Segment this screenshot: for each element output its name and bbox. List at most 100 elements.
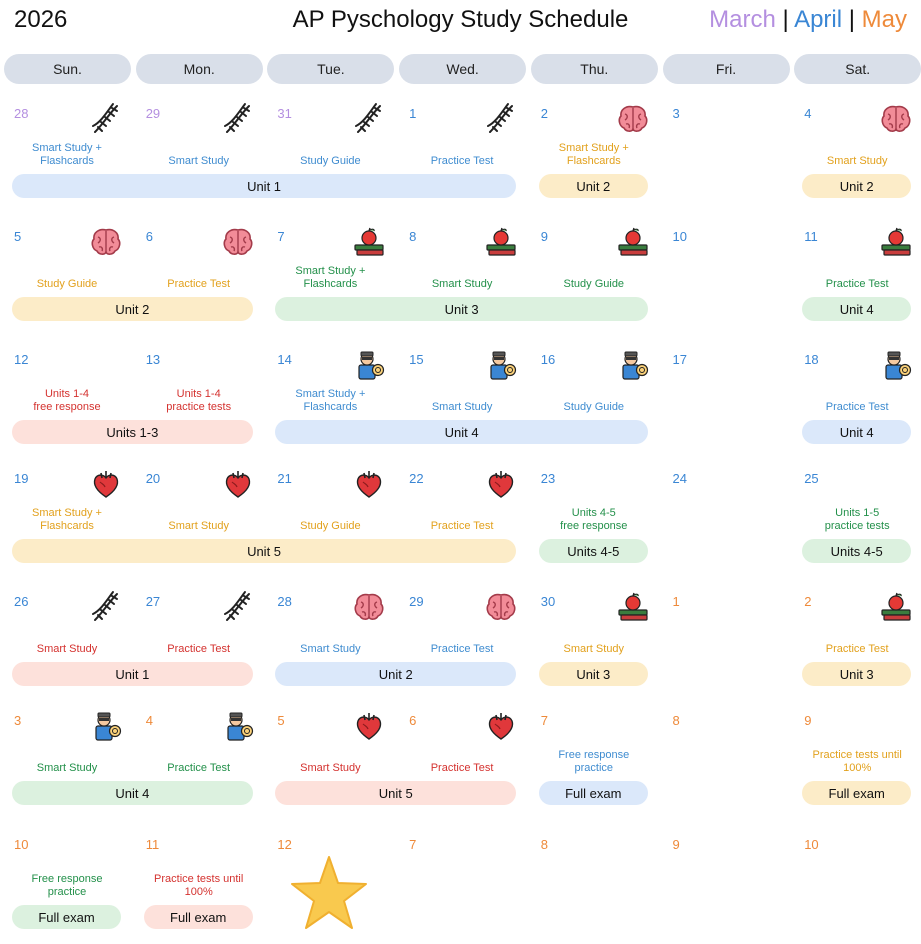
unit-span-bar: Unit 3 bbox=[538, 662, 648, 686]
unit-span-bar: Unit 1 bbox=[12, 662, 253, 686]
heart-icon bbox=[352, 467, 386, 506]
day-task-note: Practice Test bbox=[430, 155, 494, 167]
day-number: 21 bbox=[277, 471, 292, 486]
day-number: 6 bbox=[409, 713, 417, 728]
day-number: 18 bbox=[804, 352, 819, 367]
unit-span-bar: Unit 5 bbox=[12, 539, 517, 563]
day-number: 7 bbox=[540, 713, 549, 728]
month-may: May bbox=[861, 6, 907, 33]
day-task-note: Practice Test bbox=[167, 643, 231, 655]
unit-span-bar: Unit 2 bbox=[802, 174, 912, 198]
day-task-note: Smart Study bbox=[36, 643, 98, 655]
day-number: 5 bbox=[277, 713, 285, 728]
day-number: 31 bbox=[277, 106, 292, 121]
heart-icon bbox=[89, 467, 123, 506]
day-number: 14 bbox=[277, 352, 292, 367]
calendar-year: 2026 bbox=[14, 6, 68, 33]
day-number: 8 bbox=[409, 229, 417, 244]
dna-icon bbox=[352, 102, 386, 141]
day-task-note: Practice Test bbox=[825, 643, 889, 655]
day-number: 27 bbox=[145, 594, 161, 609]
brain-icon bbox=[221, 225, 255, 264]
heart-icon bbox=[352, 709, 386, 748]
day-task-note: Smart Study +Flashcards bbox=[558, 142, 629, 167]
day-of-week-sun: Sun. bbox=[4, 54, 131, 84]
day-number: 15 bbox=[409, 352, 424, 367]
day-number: 30 bbox=[540, 594, 556, 609]
day-task-note: Smart Study +Flashcards bbox=[31, 142, 102, 167]
day-task-note: Smart Study bbox=[168, 520, 229, 532]
day-number: 4 bbox=[145, 713, 153, 728]
day-number: 5 bbox=[14, 229, 22, 244]
brain-icon bbox=[352, 590, 386, 629]
day-task-note: Smart Study +Flashcards bbox=[295, 388, 366, 413]
dna-icon bbox=[89, 102, 123, 141]
day-task-note: Practice Test bbox=[430, 762, 494, 774]
unit-span-bar: Unit 4 bbox=[275, 420, 648, 444]
month-april: April bbox=[794, 6, 843, 33]
unit-span-bar: Full exam bbox=[143, 905, 253, 929]
heart-icon bbox=[484, 467, 518, 506]
day-task-note: Smart Study bbox=[826, 155, 888, 167]
star-icon bbox=[289, 853, 369, 938]
unit-span-bar: Unit 4 bbox=[12, 781, 253, 805]
brain-icon bbox=[89, 225, 123, 264]
apple-books-icon bbox=[616, 225, 650, 264]
day-number: 19 bbox=[14, 471, 29, 486]
unit-span-bar: Unit 3 bbox=[802, 662, 912, 686]
unit-span-bar: Unit 2 bbox=[538, 174, 648, 198]
unit-span-bar: Unit 2 bbox=[275, 662, 517, 686]
day-number: 12 bbox=[277, 837, 292, 852]
day-task-note: Practice Test bbox=[167, 762, 231, 774]
day-number: 2 bbox=[804, 594, 812, 609]
unit-span-bar: Unit 5 bbox=[275, 781, 517, 805]
month-separator: | bbox=[848, 6, 855, 33]
unit-span-bar: Full exam bbox=[802, 781, 912, 805]
dna-icon bbox=[221, 102, 255, 141]
day-of-week-fri: Fri. bbox=[662, 54, 790, 84]
day-task-note: Smart Study bbox=[36, 762, 98, 774]
psychologist-icon bbox=[879, 348, 913, 387]
day-task-note: Smart Study bbox=[300, 762, 361, 774]
psychologist-icon bbox=[89, 709, 123, 748]
day-task-note: Practice Test bbox=[825, 401, 889, 413]
day-task-note: Practice Test bbox=[825, 278, 889, 290]
apple-books-icon bbox=[879, 590, 913, 629]
brain-icon bbox=[616, 102, 650, 141]
day-number: 7 bbox=[409, 837, 417, 852]
apple-books-icon bbox=[616, 590, 650, 629]
day-task-note: Practice Test bbox=[430, 643, 494, 655]
day-number: 13 bbox=[145, 352, 161, 367]
day-task-note: Study Guide bbox=[300, 155, 361, 167]
day-of-week-thu: Thu. bbox=[530, 54, 658, 84]
unit-span-bar: Unit 1 bbox=[12, 174, 517, 198]
unit-span-bar: Full exam bbox=[538, 781, 648, 805]
page-title: AP Pyschology Study Schedule bbox=[292, 6, 629, 33]
day-number: 29 bbox=[409, 594, 424, 609]
day-number: 9 bbox=[672, 837, 680, 852]
day-number: 9 bbox=[540, 229, 549, 244]
day-task-note: Smart Study bbox=[431, 278, 493, 290]
unit-span-bar: Units 4-5 bbox=[538, 539, 648, 563]
psychologist-icon bbox=[484, 348, 518, 387]
psychologist-icon bbox=[221, 709, 255, 748]
day-number: 11 bbox=[804, 229, 818, 244]
day-number: 23 bbox=[540, 471, 556, 486]
day-task-note: Smart Study +Flashcards bbox=[295, 265, 366, 290]
day-number: 28 bbox=[277, 594, 292, 609]
day-number: 17 bbox=[672, 352, 687, 367]
brain-icon bbox=[879, 102, 913, 141]
day-task-note: Smart Study bbox=[168, 155, 229, 167]
day-number: 6 bbox=[145, 229, 153, 244]
day-task-note: Smart Study +Flashcards bbox=[31, 507, 102, 532]
apple-books-icon bbox=[484, 225, 518, 264]
day-number: 8 bbox=[540, 837, 549, 852]
day-task-note: Smart Study bbox=[300, 643, 361, 655]
day-number: 4 bbox=[804, 106, 812, 121]
day-task-note: Practice Test bbox=[167, 278, 231, 290]
